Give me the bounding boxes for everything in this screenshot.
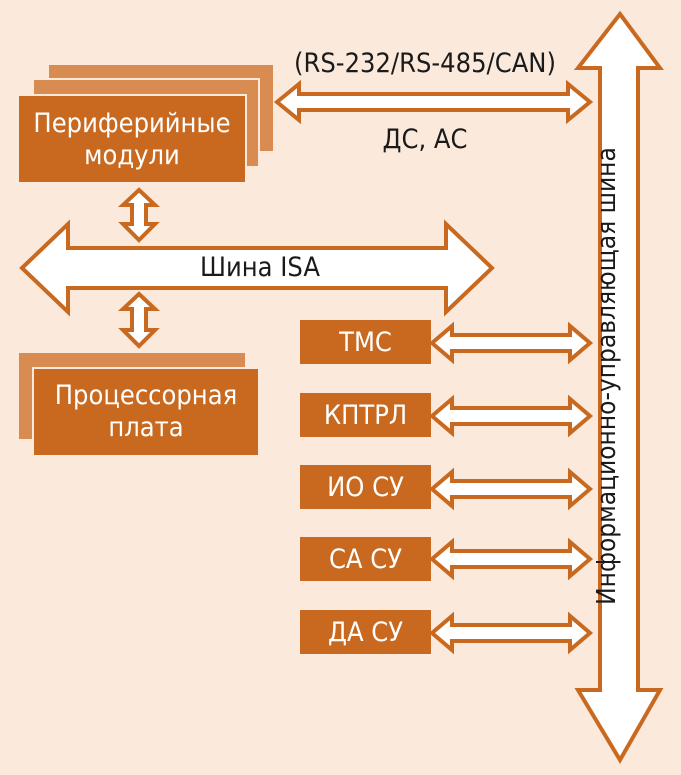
isa-bus-label: Шина ISA <box>200 252 320 284</box>
controller-kptrl: КПТРЛ <box>300 393 431 437</box>
peripheral-modules-label: Периферийные модули <box>33 108 231 171</box>
processor-board-label: Процессорная плата <box>54 380 238 443</box>
controller-arrow-2 <box>428 394 594 438</box>
isa-bus-arrow <box>19 219 495 317</box>
protocol-label: (RS-232/RS-485/CAN) <box>294 48 556 80</box>
controller-tms: ТМС <box>300 320 431 364</box>
peripheral-modules-block <box>17 63 275 184</box>
controller-arrow-4 <box>428 537 594 581</box>
signals-label: ДС, АС <box>382 124 468 156</box>
controller-arrow-1 <box>428 321 594 365</box>
processor-board-block <box>17 351 260 457</box>
controller-io-su: ИО СУ <box>300 465 431 509</box>
controller-sa-su: СА СУ <box>300 537 431 581</box>
serial-link-arrow <box>273 79 594 125</box>
controller-arrow-5 <box>428 611 594 655</box>
controller-da-su: ДА СУ <box>300 610 431 654</box>
isa-processor-arrow <box>117 291 161 349</box>
info-bus-arrow <box>573 10 664 764</box>
peripheral-isa-arrow <box>117 187 161 243</box>
info-bus-label: Информационно-управляющая шина <box>592 147 622 605</box>
controller-arrow-3 <box>428 467 594 511</box>
